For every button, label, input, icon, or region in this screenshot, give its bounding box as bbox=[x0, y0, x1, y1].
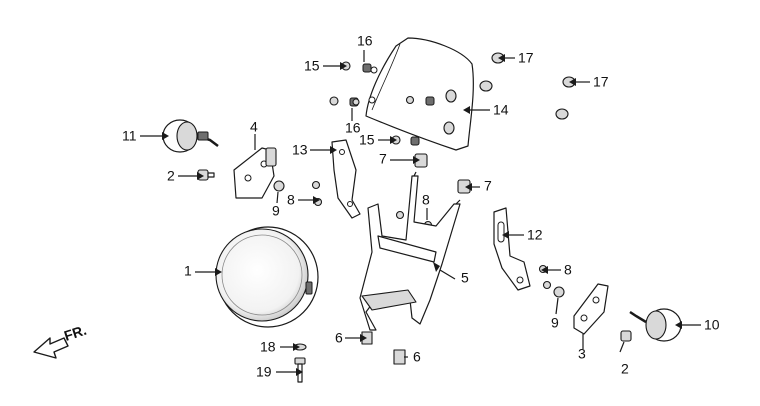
callout-9-right: 9 bbox=[551, 315, 559, 331]
callout-8-center: 8 bbox=[422, 192, 430, 208]
callout-19: 19 bbox=[256, 364, 272, 380]
right-screw-2 bbox=[620, 330, 632, 342]
callout-labels: 1 2 2 3 4 5 6 6 7 7 8 8 8 9 9 10 11 12 1… bbox=[122, 33, 720, 380]
callout-8-left: 8 bbox=[287, 192, 295, 208]
callout-4: 4 bbox=[250, 119, 258, 135]
callout-2-right: 2 bbox=[621, 361, 629, 377]
left-signal-stay-part bbox=[233, 147, 277, 199]
callout-10: 10 bbox=[704, 317, 720, 333]
callout-16-lower: 16 bbox=[345, 120, 361, 136]
callout-17-upper: 17 bbox=[518, 50, 534, 66]
callout-17-lower: 17 bbox=[593, 74, 609, 90]
callout-9-left: 9 bbox=[272, 203, 280, 219]
callout-15-lower: 15 bbox=[359, 132, 375, 148]
callout-7-upper: 7 bbox=[379, 151, 387, 167]
bracket-12-part bbox=[493, 207, 531, 291]
callout-8-right: 8 bbox=[564, 262, 572, 278]
callout-15-upper: 15 bbox=[304, 58, 320, 74]
callout-11: 11 bbox=[122, 128, 137, 144]
callout-12: 12 bbox=[527, 227, 543, 243]
headlight-stay-part bbox=[359, 171, 461, 331]
left-nut-9 bbox=[273, 180, 285, 192]
callout-1: 1 bbox=[184, 263, 192, 279]
callout-7-lower: 7 bbox=[484, 178, 492, 194]
bolt-washer-parts bbox=[293, 343, 307, 383]
callout-6-right: 6 bbox=[413, 349, 421, 365]
right-nut-9 bbox=[553, 286, 565, 298]
callout-leaders bbox=[140, 50, 701, 376]
callout-14: 14 bbox=[493, 102, 509, 118]
front-direction-indicator: FR. bbox=[33, 322, 88, 359]
front-arrow-icon bbox=[33, 337, 69, 359]
bracket-13-part bbox=[331, 139, 361, 219]
spacer-6-parts bbox=[361, 331, 406, 365]
callout-3: 3 bbox=[578, 346, 586, 362]
left-turn-signal-part bbox=[162, 119, 219, 153]
callout-6-left: 6 bbox=[335, 330, 343, 346]
windscreen-part bbox=[365, 37, 474, 151]
right-turn-signal-part bbox=[629, 308, 682, 342]
collar-parts bbox=[414, 153, 471, 194]
front-label: FR. bbox=[62, 322, 88, 344]
callout-16-upper: 16 bbox=[357, 33, 373, 49]
callout-5: 5 bbox=[461, 270, 469, 286]
right-signal-stay-part bbox=[573, 283, 609, 335]
callout-18: 18 bbox=[260, 339, 276, 355]
callout-13: 13 bbox=[292, 142, 308, 158]
headlight-part bbox=[215, 226, 319, 328]
callout-2-left: 2 bbox=[167, 168, 175, 184]
